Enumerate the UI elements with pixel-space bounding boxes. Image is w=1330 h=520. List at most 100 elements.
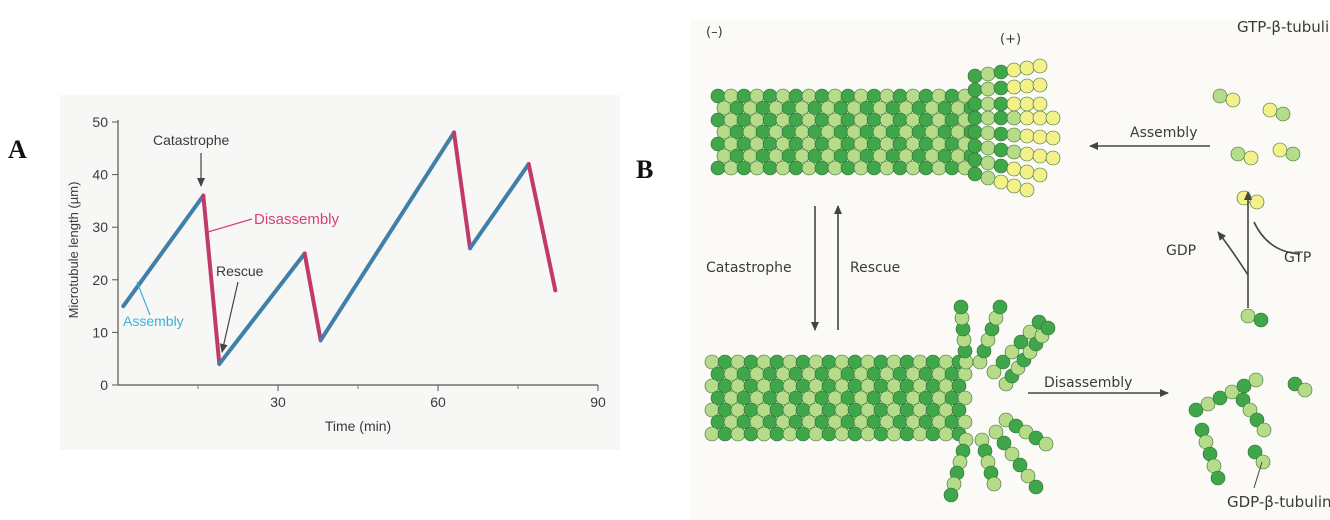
- tubulin-subunit: [993, 80, 1009, 96]
- gdp-tubulin-oligomer: [1255, 454, 1271, 470]
- tubulin-subunit: [847, 426, 863, 442]
- tubulin-subunit: [749, 160, 765, 176]
- tubulin-subunit: [1032, 77, 1048, 93]
- assembly-label: Assembly: [1130, 125, 1197, 141]
- disassembling-microtubule: [704, 299, 1056, 503]
- gtp-uptake-curve: [1253, 221, 1301, 255]
- tubulin-subunit: [967, 152, 983, 168]
- tubulin-subunit: [1032, 110, 1048, 126]
- tubulin-subunit: [944, 160, 960, 176]
- tubulin-subunit: [892, 160, 908, 176]
- disassembly-label: Disassembly: [1044, 375, 1132, 391]
- tubulin-subunit: [1019, 78, 1035, 94]
- tubulin-subunit: [993, 110, 1009, 126]
- gdp-tubulin-oligomer: [1224, 384, 1240, 400]
- tubulin-subunit: [788, 160, 804, 176]
- gdp-tubulin-oligomer: [1235, 392, 1251, 408]
- tubulin-subunit: [821, 426, 837, 442]
- tubulin-subunit: [1032, 167, 1048, 183]
- tubulin-subunit: [1045, 110, 1061, 126]
- minus-end-label: (–): [706, 25, 723, 40]
- tubulin-subunit: [980, 155, 996, 171]
- y-tick-label: 50: [92, 114, 108, 130]
- tubulin-subunit: [967, 166, 983, 182]
- tubulin-subunit: [840, 160, 856, 176]
- protofilament-subunit: [995, 354, 1011, 370]
- gtp-tubulin-dimer: [1212, 88, 1228, 104]
- gtp-tubulin-dimer: [1230, 146, 1246, 162]
- tubulin-subunit: [801, 160, 817, 176]
- rescue-annotation: Rescue: [216, 263, 264, 279]
- tubulin-subunit: [1032, 96, 1048, 112]
- tubulin-subunit: [918, 160, 934, 176]
- gtp-tubulin-dimer: [1262, 102, 1278, 118]
- tubulin-subunit: [1032, 58, 1048, 74]
- tubulin-subunit: [1006, 110, 1022, 126]
- free-gdp-tubulin-oligomers: [1188, 372, 1313, 489]
- panel-b-label: B: [636, 155, 653, 184]
- gdp-label-pointer: [1253, 461, 1263, 489]
- assembly-segment: [217, 251, 307, 366]
- tubulin-subunit: [730, 426, 746, 442]
- gtp-tubulin-dimer: [1225, 92, 1241, 108]
- tubulin-subunit: [1006, 178, 1022, 194]
- gdp-tubulin-oligomer: [1297, 382, 1313, 398]
- tubulin-subunit: [1019, 164, 1035, 180]
- tubulin-subunit: [1032, 129, 1048, 145]
- protofilament-subunit: [986, 364, 1002, 380]
- tubulin-subunit: [951, 378, 967, 394]
- chart-background: [60, 95, 620, 450]
- tubulin-subunit: [795, 426, 811, 442]
- gdp-tubulin-oligomer: [1188, 402, 1204, 418]
- protofilament-subunit: [1020, 468, 1036, 484]
- tubulin-subunit: [1006, 62, 1022, 78]
- dynamic-instability-diagram: (–) (+) GTP-β-tubulin GDP-β-tubulin Asse…: [690, 18, 1330, 520]
- tubulin-subunit: [769, 426, 785, 442]
- tubulin-subunit: [957, 414, 973, 430]
- gtp-tubulin-dimer: [1249, 194, 1265, 210]
- disassembly-annotation: Disassembly: [254, 211, 340, 228]
- free-gtp-tubulin-dimers: [1212, 88, 1301, 328]
- tubulin-subunit: [1006, 161, 1022, 177]
- tubulin-subunit: [1006, 96, 1022, 112]
- gtp-tubulin-dimer: [1285, 146, 1301, 162]
- tubulin-subunit: [1019, 146, 1035, 162]
- disassembly-segment: [452, 130, 472, 251]
- gdp-tubulin-oligomer: [1247, 444, 1263, 460]
- tubulin-subunit: [1019, 60, 1035, 76]
- tubulin-subunit: [993, 96, 1009, 112]
- tubulin-subunit: [782, 426, 798, 442]
- gdp-tubulin-dimer: [1253, 312, 1269, 328]
- tubulin-subunit: [967, 124, 983, 140]
- tubulin-subunit: [980, 96, 996, 112]
- tubulin-subunit: [912, 426, 928, 442]
- tubulin-subunit: [853, 160, 869, 176]
- tubulin-subunit: [1019, 128, 1035, 144]
- tubulin-subunit: [762, 160, 778, 176]
- tubulin-subunit: [980, 110, 996, 126]
- gtp-tubulin-dimer: [1275, 106, 1291, 122]
- assembly-pointer: [136, 281, 151, 316]
- protofilament-subunit: [943, 487, 959, 503]
- y-axis-label: Microtubule length (µm): [66, 182, 81, 319]
- protofilament-subunit: [1012, 457, 1028, 473]
- tubulin-subunit: [980, 125, 996, 141]
- x-tick-label: 60: [430, 394, 446, 410]
- y-tick-label: 10: [92, 324, 108, 340]
- rescue-pointer: [219, 281, 239, 353]
- plus-end-label: (+): [1000, 32, 1021, 47]
- tubulin-subunit: [814, 160, 830, 176]
- protofilament-subunit: [953, 299, 969, 315]
- tubulin-subunit: [1019, 96, 1035, 112]
- assembling-microtubule: [710, 58, 1061, 198]
- tubulin-subunit: [1045, 130, 1061, 146]
- tubulin-subunit: [993, 126, 1009, 142]
- tubulin-subunit: [967, 96, 983, 112]
- tubulin-subunit: [717, 426, 733, 442]
- tubulin-subunit: [993, 64, 1009, 80]
- tubulin-subunit: [980, 170, 996, 186]
- tubulin-subunit: [1006, 79, 1022, 95]
